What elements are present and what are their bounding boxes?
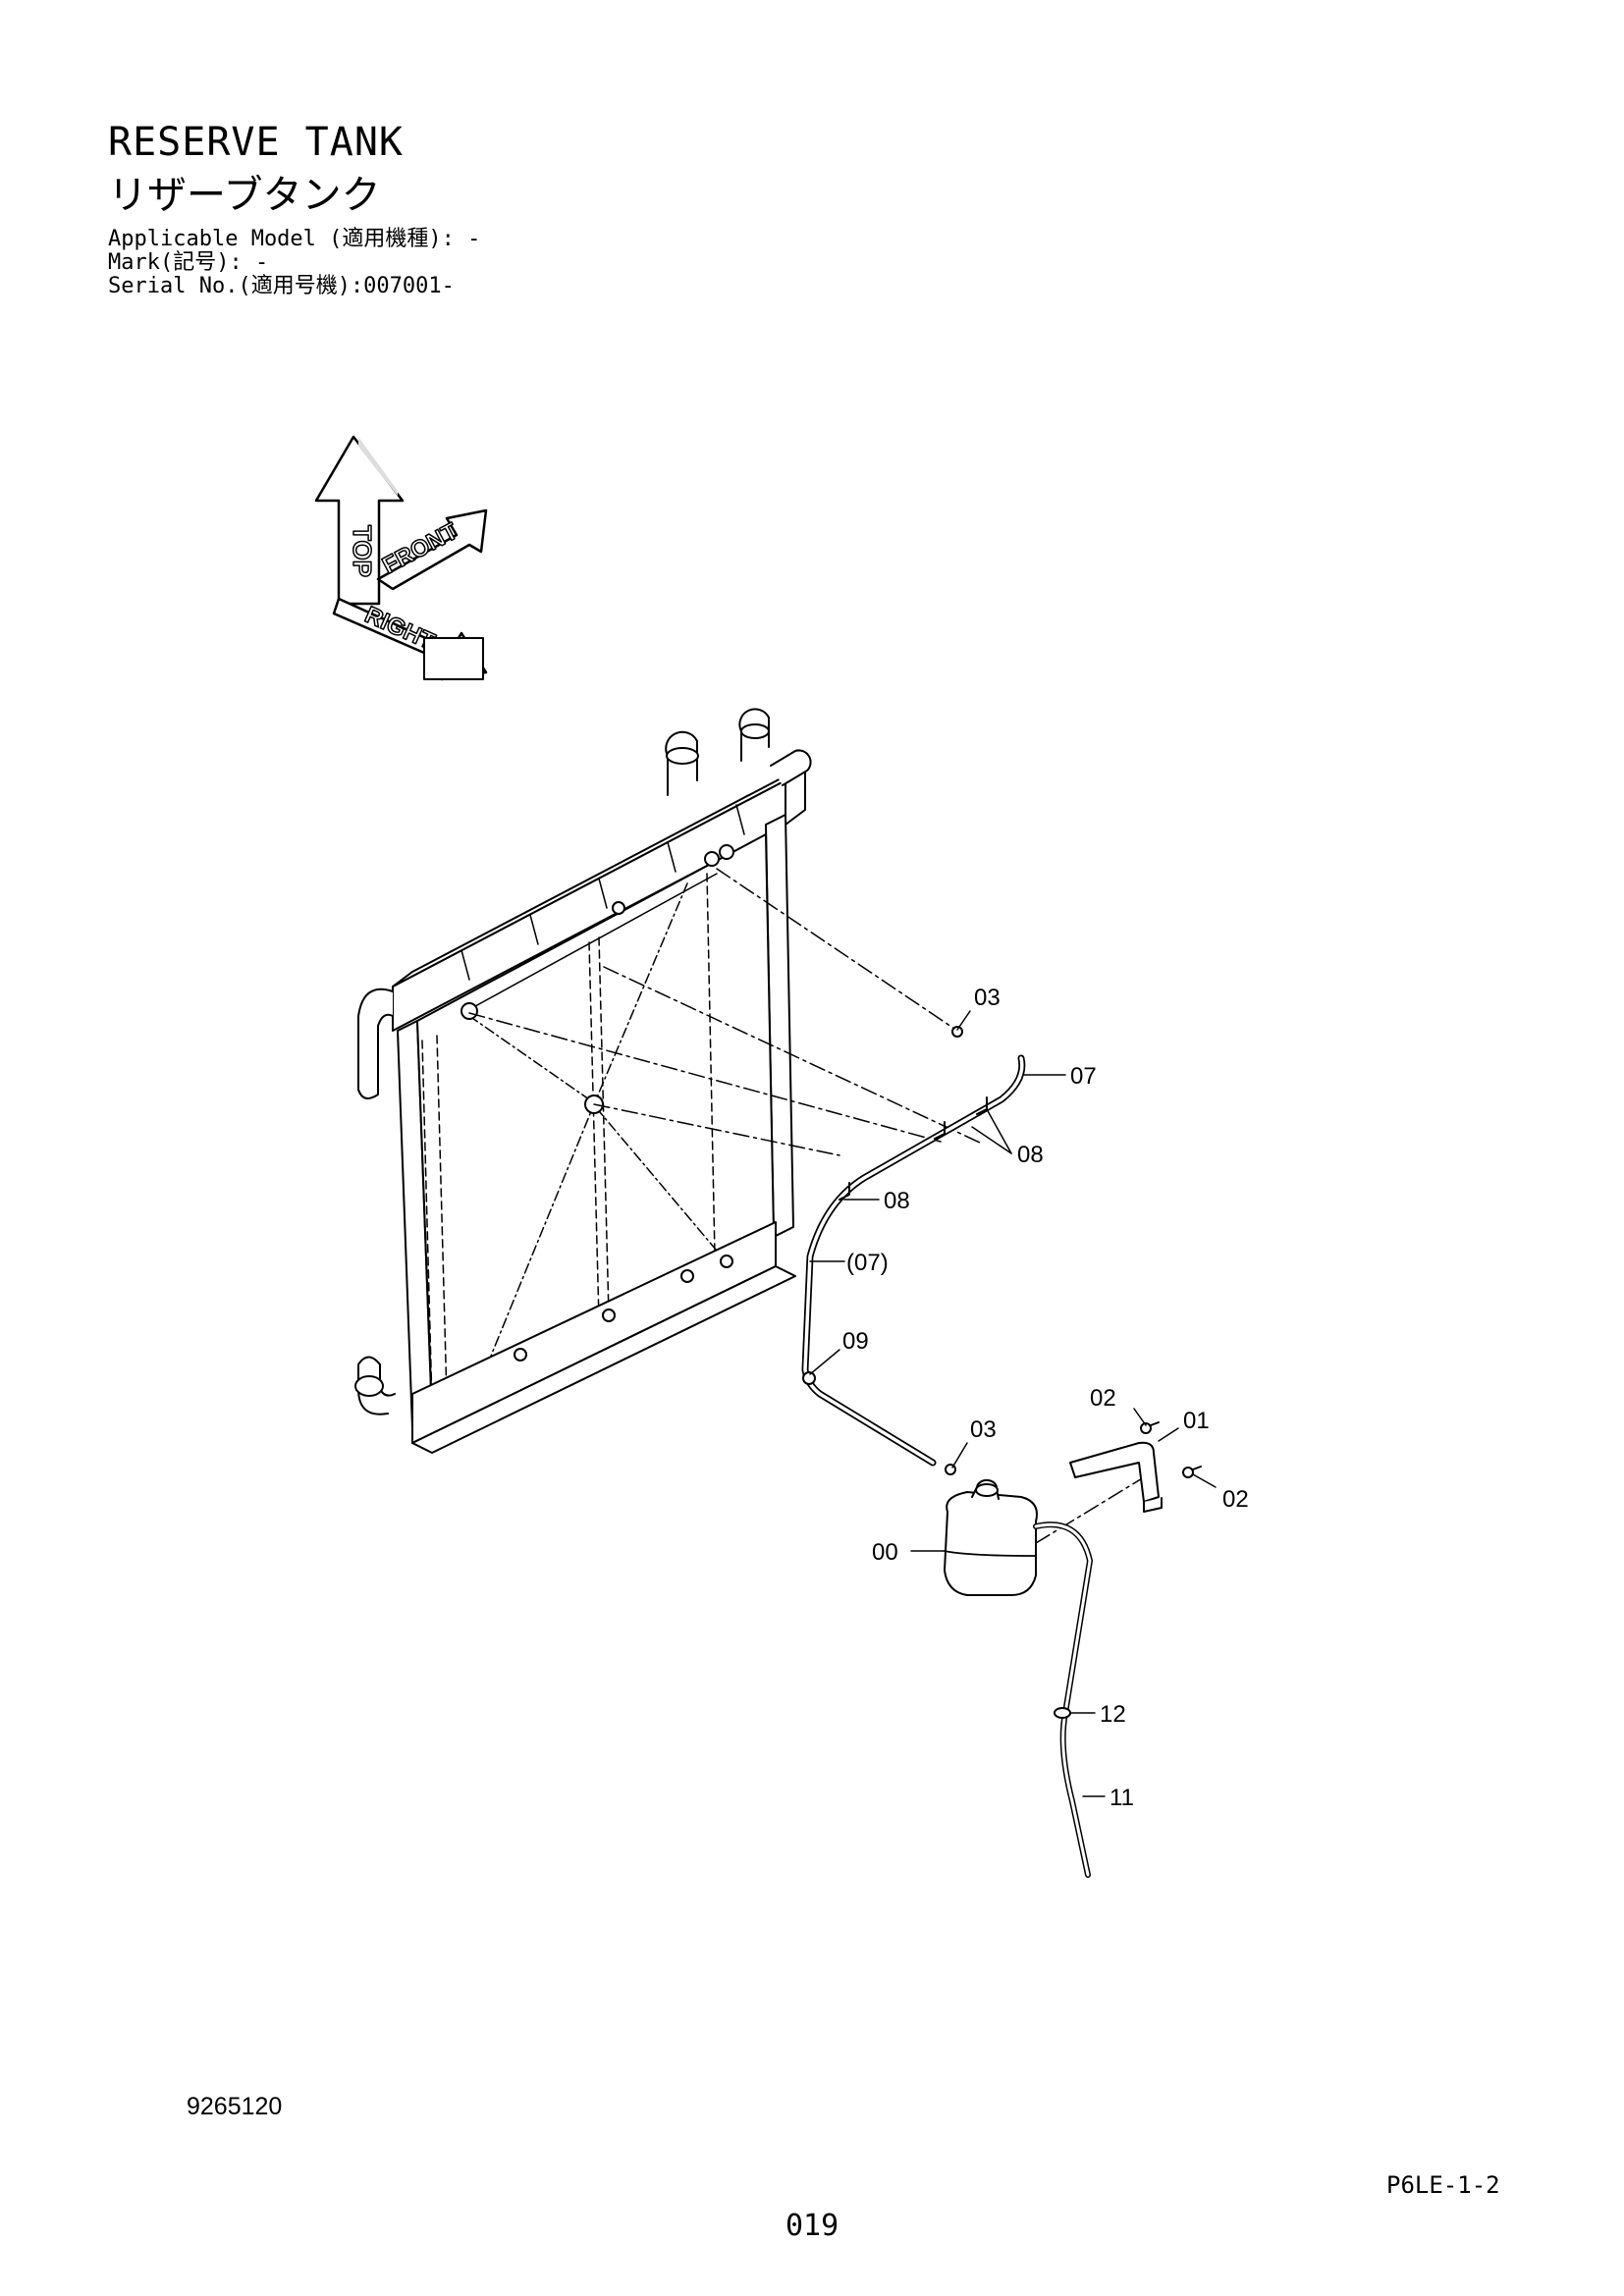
callout-02-lower: 02 [1222, 1486, 1249, 1513]
sheet-code: P6LE-1-2 [1386, 2171, 1500, 2199]
serial-number: Serial No.(適用号機):007001- [108, 274, 455, 298]
reserve-tank [944, 1479, 1093, 1878]
callout-03-upper: 03 [974, 985, 1001, 1011]
drawing-number: 9265120 [187, 2093, 283, 2120]
callout-07-reference: (07) [846, 1250, 889, 1276]
callout-02-upper: 02 [1090, 1385, 1116, 1412]
radiator-assembly [354, 708, 812, 1454]
callout-08-left: 08 [884, 1188, 910, 1214]
overflow-hose [801, 1026, 1026, 1475]
top-arrow [314, 435, 405, 606]
bracket [1069, 1421, 1202, 1513]
title-english: RESERVE TANK [108, 120, 404, 165]
callout-12: 12 [1100, 1701, 1126, 1728]
mark-field: Mark(記号): - [108, 250, 269, 275]
callout-03-lower: 03 [970, 1416, 997, 1443]
callout-07: 07 [1070, 1063, 1097, 1090]
callout-11: 11 [1110, 1785, 1134, 1811]
assembly-lines [468, 868, 1145, 1544]
callout-00: 00 [872, 1539, 898, 1566]
callout-08-right: 08 [1017, 1142, 1044, 1168]
front-arrow [376, 508, 488, 591]
top-label: TOP [348, 525, 377, 577]
callout-labels: 03 07 08 08 (07) 09 03 02 01 02 00 12 11 [842, 985, 1249, 1811]
title-japanese: リザーブタンク [108, 173, 381, 218]
applicable-model: Applicable Model (適用機種): - [108, 227, 481, 251]
callout-09: 09 [842, 1328, 869, 1355]
orientation-indicator: TOP FRONT RIGHT [314, 435, 488, 681]
leader-lines [809, 1010, 1217, 1797]
page-number: 019 [785, 2209, 839, 2243]
callout-01: 01 [1183, 1408, 1210, 1434]
